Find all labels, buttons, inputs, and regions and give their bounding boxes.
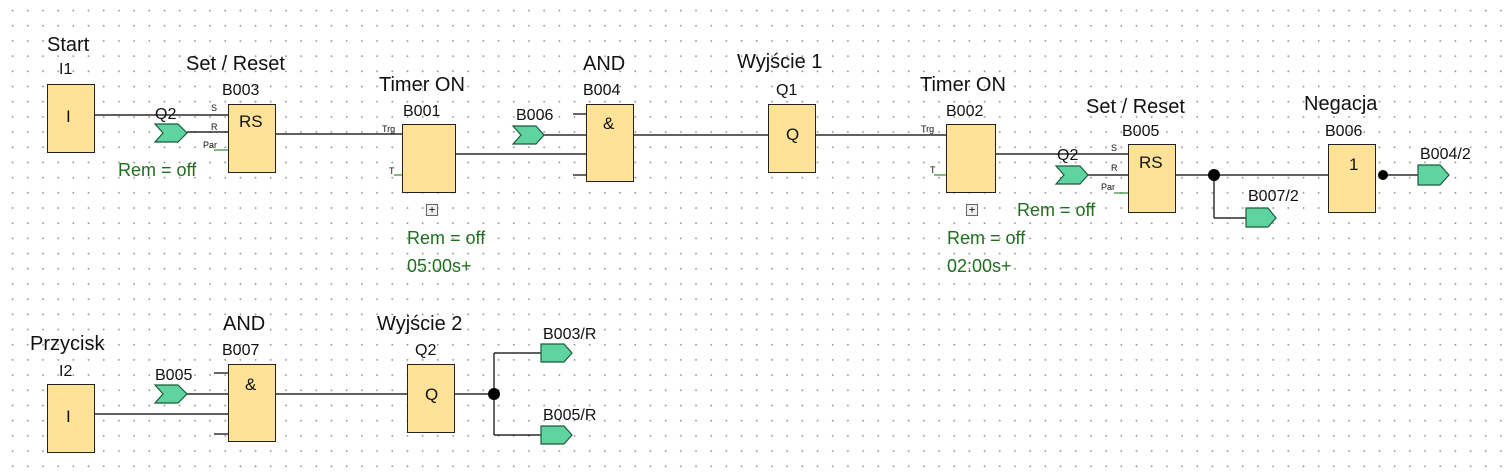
connector-label-q2: Q2 bbox=[155, 106, 177, 123]
input-block-i1[interactable]: I bbox=[47, 84, 95, 153]
connector-label-q2: Q2 bbox=[1057, 147, 1079, 164]
block-id-b002: B002 bbox=[946, 103, 984, 120]
junction-dot bbox=[488, 388, 500, 400]
block-id-q1: Q1 bbox=[776, 82, 798, 99]
connector-flag-out[interactable] bbox=[540, 343, 573, 363]
block-label-b007: AND bbox=[223, 313, 266, 335]
block-id-q2: Q2 bbox=[415, 342, 437, 359]
block-id-b004: B004 bbox=[583, 82, 621, 99]
connector-flag-out[interactable] bbox=[540, 425, 573, 445]
block-label-b002: Timer ON bbox=[920, 74, 1006, 96]
connector-label-b004-2: B004/2 bbox=[1420, 146, 1471, 163]
output-symbol: Q bbox=[425, 385, 439, 404]
param-rem-b003: Rem = off bbox=[118, 160, 197, 180]
param-time-b001: 05:00s+ bbox=[407, 256, 472, 276]
connector-flag-out[interactable] bbox=[1245, 207, 1277, 228]
and-block-b004[interactable]: & bbox=[586, 104, 634, 182]
pin-r: R bbox=[211, 122, 218, 132]
block-label-q2: Wyjście 2 bbox=[377, 313, 463, 335]
block-label-b001: Timer ON bbox=[379, 74, 465, 96]
block-label-i1: Start bbox=[47, 34, 90, 56]
junction-dot bbox=[1208, 169, 1220, 181]
input-symbol: I bbox=[66, 407, 71, 426]
block-label-b003: Set / Reset bbox=[186, 53, 285, 75]
connector-label-b005: B005 bbox=[155, 367, 193, 384]
param-rem-b001: Rem = off bbox=[407, 228, 486, 248]
block-label-b004: AND bbox=[583, 53, 626, 75]
rs-block-b005[interactable]: RS bbox=[1128, 144, 1176, 213]
param-time-b002: 02:00s+ bbox=[947, 256, 1012, 276]
and-symbol: & bbox=[603, 114, 615, 133]
block-label-b006: Negacja bbox=[1304, 93, 1378, 115]
block-id-b003: B003 bbox=[222, 82, 260, 99]
expand-params-button[interactable]: + bbox=[426, 204, 438, 216]
connector-flag-in[interactable] bbox=[511, 125, 545, 145]
pin-trg: Trg bbox=[382, 124, 396, 134]
block-id-i2: I2 bbox=[59, 363, 73, 380]
connector-flag-in[interactable] bbox=[153, 123, 188, 143]
block-id-b007: B007 bbox=[222, 342, 260, 359]
pin-t: T bbox=[930, 165, 936, 175]
connector-label-b003-r: B003/R bbox=[543, 326, 597, 343]
block-id-b005: B005 bbox=[1122, 123, 1160, 140]
pin-s: S bbox=[1111, 143, 1118, 153]
pin-t: T bbox=[389, 166, 395, 176]
wires bbox=[95, 113, 1418, 436]
block-label-b005: Set / Reset bbox=[1086, 96, 1185, 118]
block-label-q1: Wyjście 1 bbox=[737, 51, 823, 73]
timer-block-b002[interactable] bbox=[946, 124, 996, 193]
inverter-dot bbox=[1378, 170, 1388, 180]
block-label-i2: Przycisk bbox=[30, 333, 105, 355]
block-id-b001: B001 bbox=[403, 103, 441, 120]
rs-symbol: RS bbox=[1139, 153, 1163, 172]
output-symbol: Q bbox=[786, 125, 800, 144]
connector-label-b007-2: B007/2 bbox=[1248, 188, 1299, 205]
connector-label-b006: B006 bbox=[516, 107, 554, 124]
pin-r: R bbox=[1111, 163, 1118, 173]
pin-s: S bbox=[211, 103, 218, 113]
expand-params-button[interactable]: + bbox=[966, 204, 978, 216]
param-rem-b005: Rem = off bbox=[1017, 200, 1096, 220]
output-block-q1[interactable]: Q bbox=[768, 104, 816, 173]
output-block-q2[interactable]: Q bbox=[407, 364, 455, 433]
and-block-b007[interactable]: & bbox=[228, 364, 276, 442]
not-block-b006[interactable]: 1 bbox=[1328, 144, 1376, 213]
param-pins bbox=[214, 149, 1128, 194]
param-rem-b002: Rem = off bbox=[947, 228, 1026, 248]
rs-symbol: RS bbox=[239, 112, 263, 131]
pin-par: Par bbox=[1101, 182, 1116, 192]
block-id-i1: I1 bbox=[59, 61, 73, 78]
pin-par: Par bbox=[203, 140, 218, 150]
connector-flag-out[interactable] bbox=[1417, 164, 1450, 186]
connector-label-b005-r: B005/R bbox=[543, 407, 597, 424]
input-symbol: I bbox=[66, 107, 71, 126]
block-id-b006: B006 bbox=[1325, 123, 1363, 140]
timer-block-b001[interactable] bbox=[402, 124, 456, 193]
and-symbol: & bbox=[245, 375, 257, 394]
pin-trg: Trg bbox=[921, 124, 935, 134]
input-block-i2[interactable]: I bbox=[47, 384, 95, 453]
not-symbol: 1 bbox=[1349, 155, 1359, 174]
connector-flag-in[interactable] bbox=[1054, 165, 1089, 185]
connector-flag-in[interactable] bbox=[153, 384, 188, 404]
rs-block-b003[interactable]: RS bbox=[228, 104, 276, 173]
